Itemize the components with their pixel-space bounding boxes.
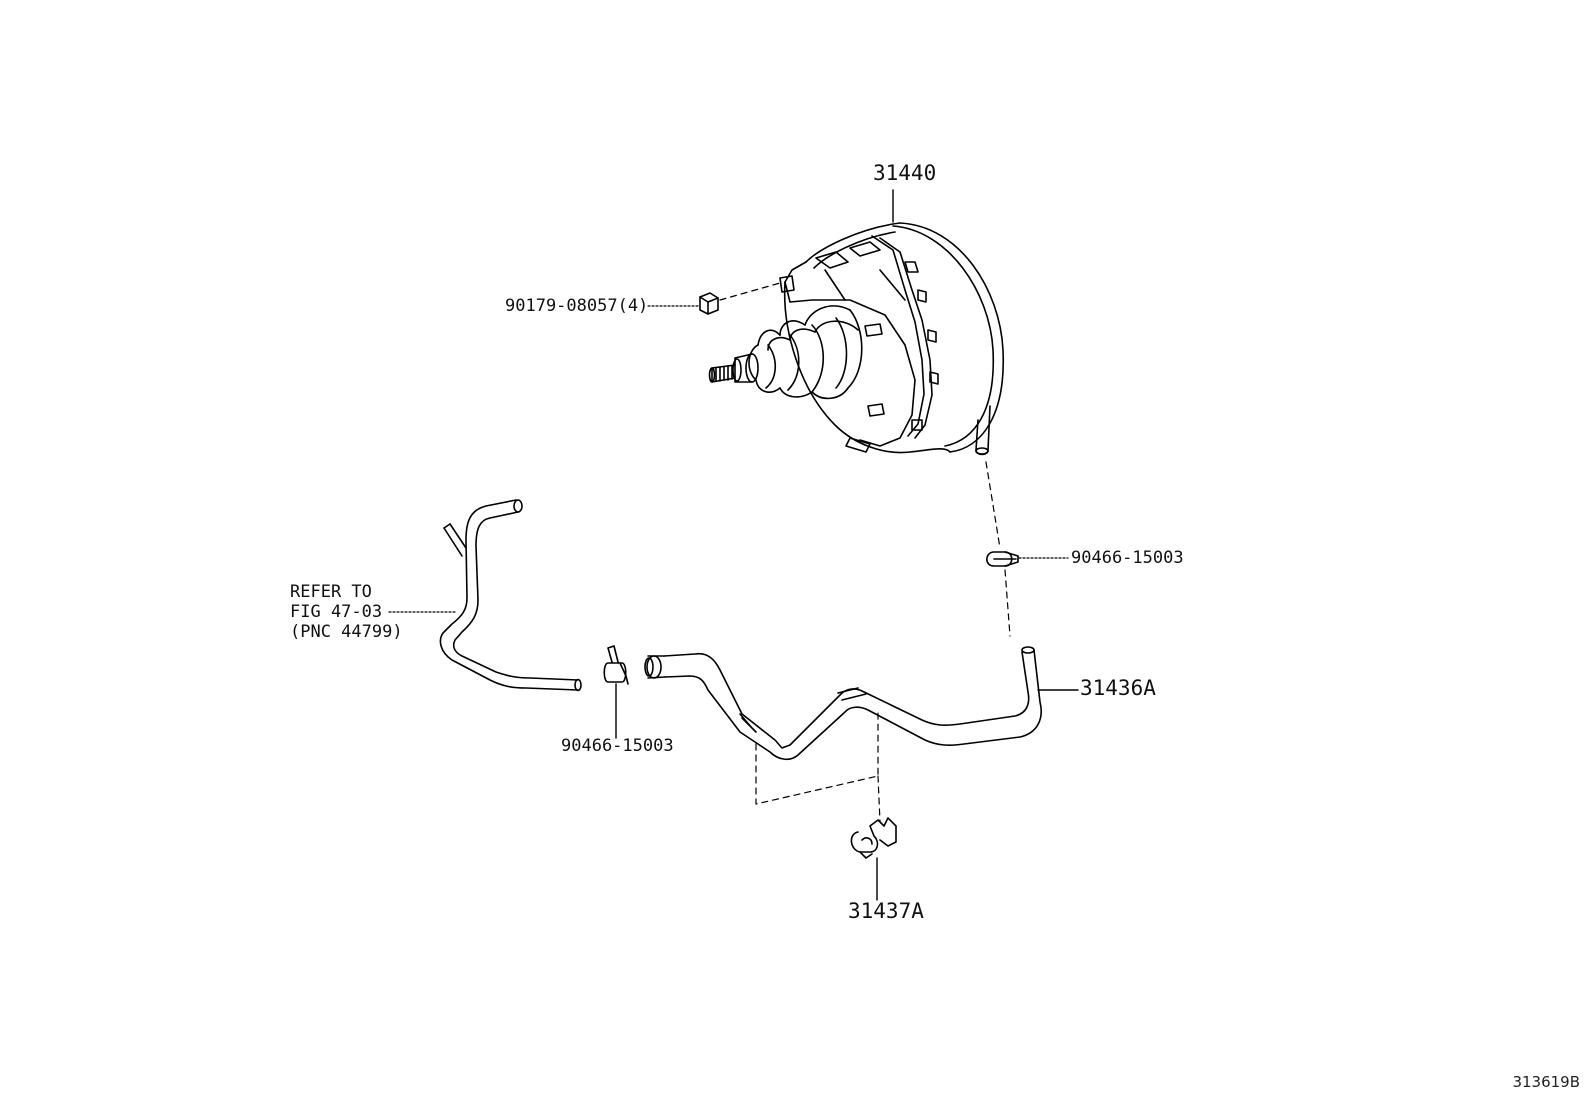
hose-clamp-right (986, 462, 1068, 636)
callout-31440: 31440 (873, 161, 937, 185)
callout-refer-line2: FIG 47-03 (290, 602, 383, 622)
hose-clip (851, 818, 896, 900)
hose-clamp-left (604, 646, 628, 738)
figure-id: 313619B (1512, 1073, 1580, 1091)
callout-refer-line3: (PNC 44799) (290, 622, 403, 642)
callout-31436a: 31436A (1080, 676, 1156, 700)
reference-hose (389, 500, 581, 691)
callout-clamp-right: 90466-15003 (1071, 548, 1184, 568)
callout-refer-line1: REFER TO (290, 582, 372, 602)
callout-31437a: 31437A (848, 899, 924, 923)
flange-nut (648, 283, 780, 314)
callout-clamp-left: 90466-15003 (561, 736, 674, 756)
callout-nut: 90179-08057(4) (505, 296, 649, 316)
vacuum-hose (645, 647, 1078, 822)
brake-booster (710, 190, 1004, 455)
